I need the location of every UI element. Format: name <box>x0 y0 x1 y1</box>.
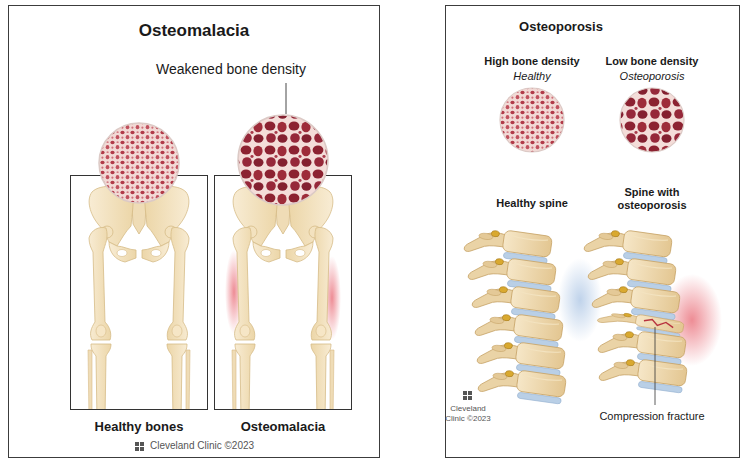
leg-skeleton <box>232 178 334 409</box>
density-subheading: Healthy <box>472 70 592 83</box>
leader-line <box>286 83 287 114</box>
clinic-logo <box>135 442 144 451</box>
density-subheading: Osteoporosis <box>592 70 712 83</box>
figure-panel: Osteoporosis <box>445 5 740 458</box>
bone-texture-healthy <box>500 88 564 152</box>
leader-line <box>655 327 656 405</box>
leg-skeleton <box>88 178 190 409</box>
spine-heading: Healthy spine <box>472 197 592 210</box>
bone-texture-healthy <box>99 123 179 203</box>
bone-texture-weak <box>238 115 328 205</box>
credit-label: Cleveland Clinic ©2023 <box>150 440 290 452</box>
panel-title: Osteomalacia <box>9 21 379 41</box>
panel-title: Osteoporosis <box>446 19 676 35</box>
box-caption: Osteomalacia <box>215 419 351 435</box>
spine-heading: Spine with osteoporosis <box>602 186 702 212</box>
box-caption: Healthy bones <box>71 419 207 435</box>
figure-box: Healthy bones <box>70 175 208 410</box>
bone-texture-weak <box>620 88 684 152</box>
density-heading: Low bone density <box>592 55 712 68</box>
credit-label: Cleveland Clinic ©2023 <box>444 404 492 423</box>
healthy-spine <box>464 225 567 405</box>
density-heading: High bone density <box>472 55 592 68</box>
callout-label: Weakened bone density <box>156 61 326 78</box>
clinic-logo <box>463 391 472 400</box>
osteoporotic-spine <box>584 225 688 394</box>
callout-label: Compression fracture <box>592 410 712 423</box>
figure-box: Osteomalacia <box>214 175 352 410</box>
